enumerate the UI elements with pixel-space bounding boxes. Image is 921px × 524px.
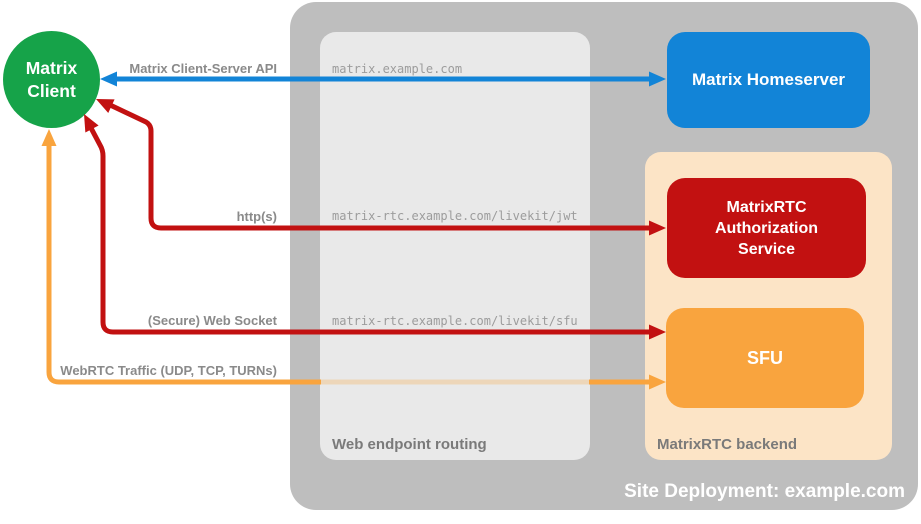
webrtc-traffic-arrow-label: WebRTC Traffic (UDP, TCP, TURNs): [60, 363, 277, 378]
sfu-label: SFU: [747, 347, 783, 368]
webrtc-arrowhead-client: [41, 129, 57, 146]
sfu-node: SFU: [666, 308, 864, 408]
matrix-client-label-line2: Client: [27, 80, 76, 101]
endpoint-livekit-jwt: matrix-rtc.example.com/livekit/jwt: [332, 209, 578, 223]
web-endpoint-routing-container: [320, 32, 590, 460]
webrtc-arrow-line: [46, 138, 321, 385]
matrix-client-node: Matrix Client: [3, 31, 100, 128]
site-deployment-caption: Site Deployment: example.com: [624, 481, 905, 502]
matrixrtc-authorization-service-node: MatrixRTC Authorization Service: [667, 178, 866, 278]
matrix-client-label-line1: Matrix: [25, 57, 78, 78]
matrix-homeserver-node: Matrix Homeserver: [667, 32, 870, 128]
websocket-arrow-label: (Secure) Web Socket: [147, 313, 277, 328]
endpoint-livekit-sfu: matrix-rtc.example.com/livekit/sfu: [332, 314, 578, 328]
client-server-api-arrow-label: Matrix Client-Server API: [129, 61, 277, 76]
endpoint-matrix-example-com: matrix.example.com: [332, 62, 463, 76]
matrixrtc-backend-caption: MatrixRTC backend: [657, 436, 798, 453]
matrix-homeserver-label: Matrix Homeserver: [691, 70, 846, 89]
https-arrow-label: http(s): [236, 209, 277, 224]
web-endpoint-routing-caption: Web endpoint routing: [332, 436, 487, 453]
matrixrtc-authorization-service-label: MatrixRTC Authorization Service: [714, 198, 819, 258]
